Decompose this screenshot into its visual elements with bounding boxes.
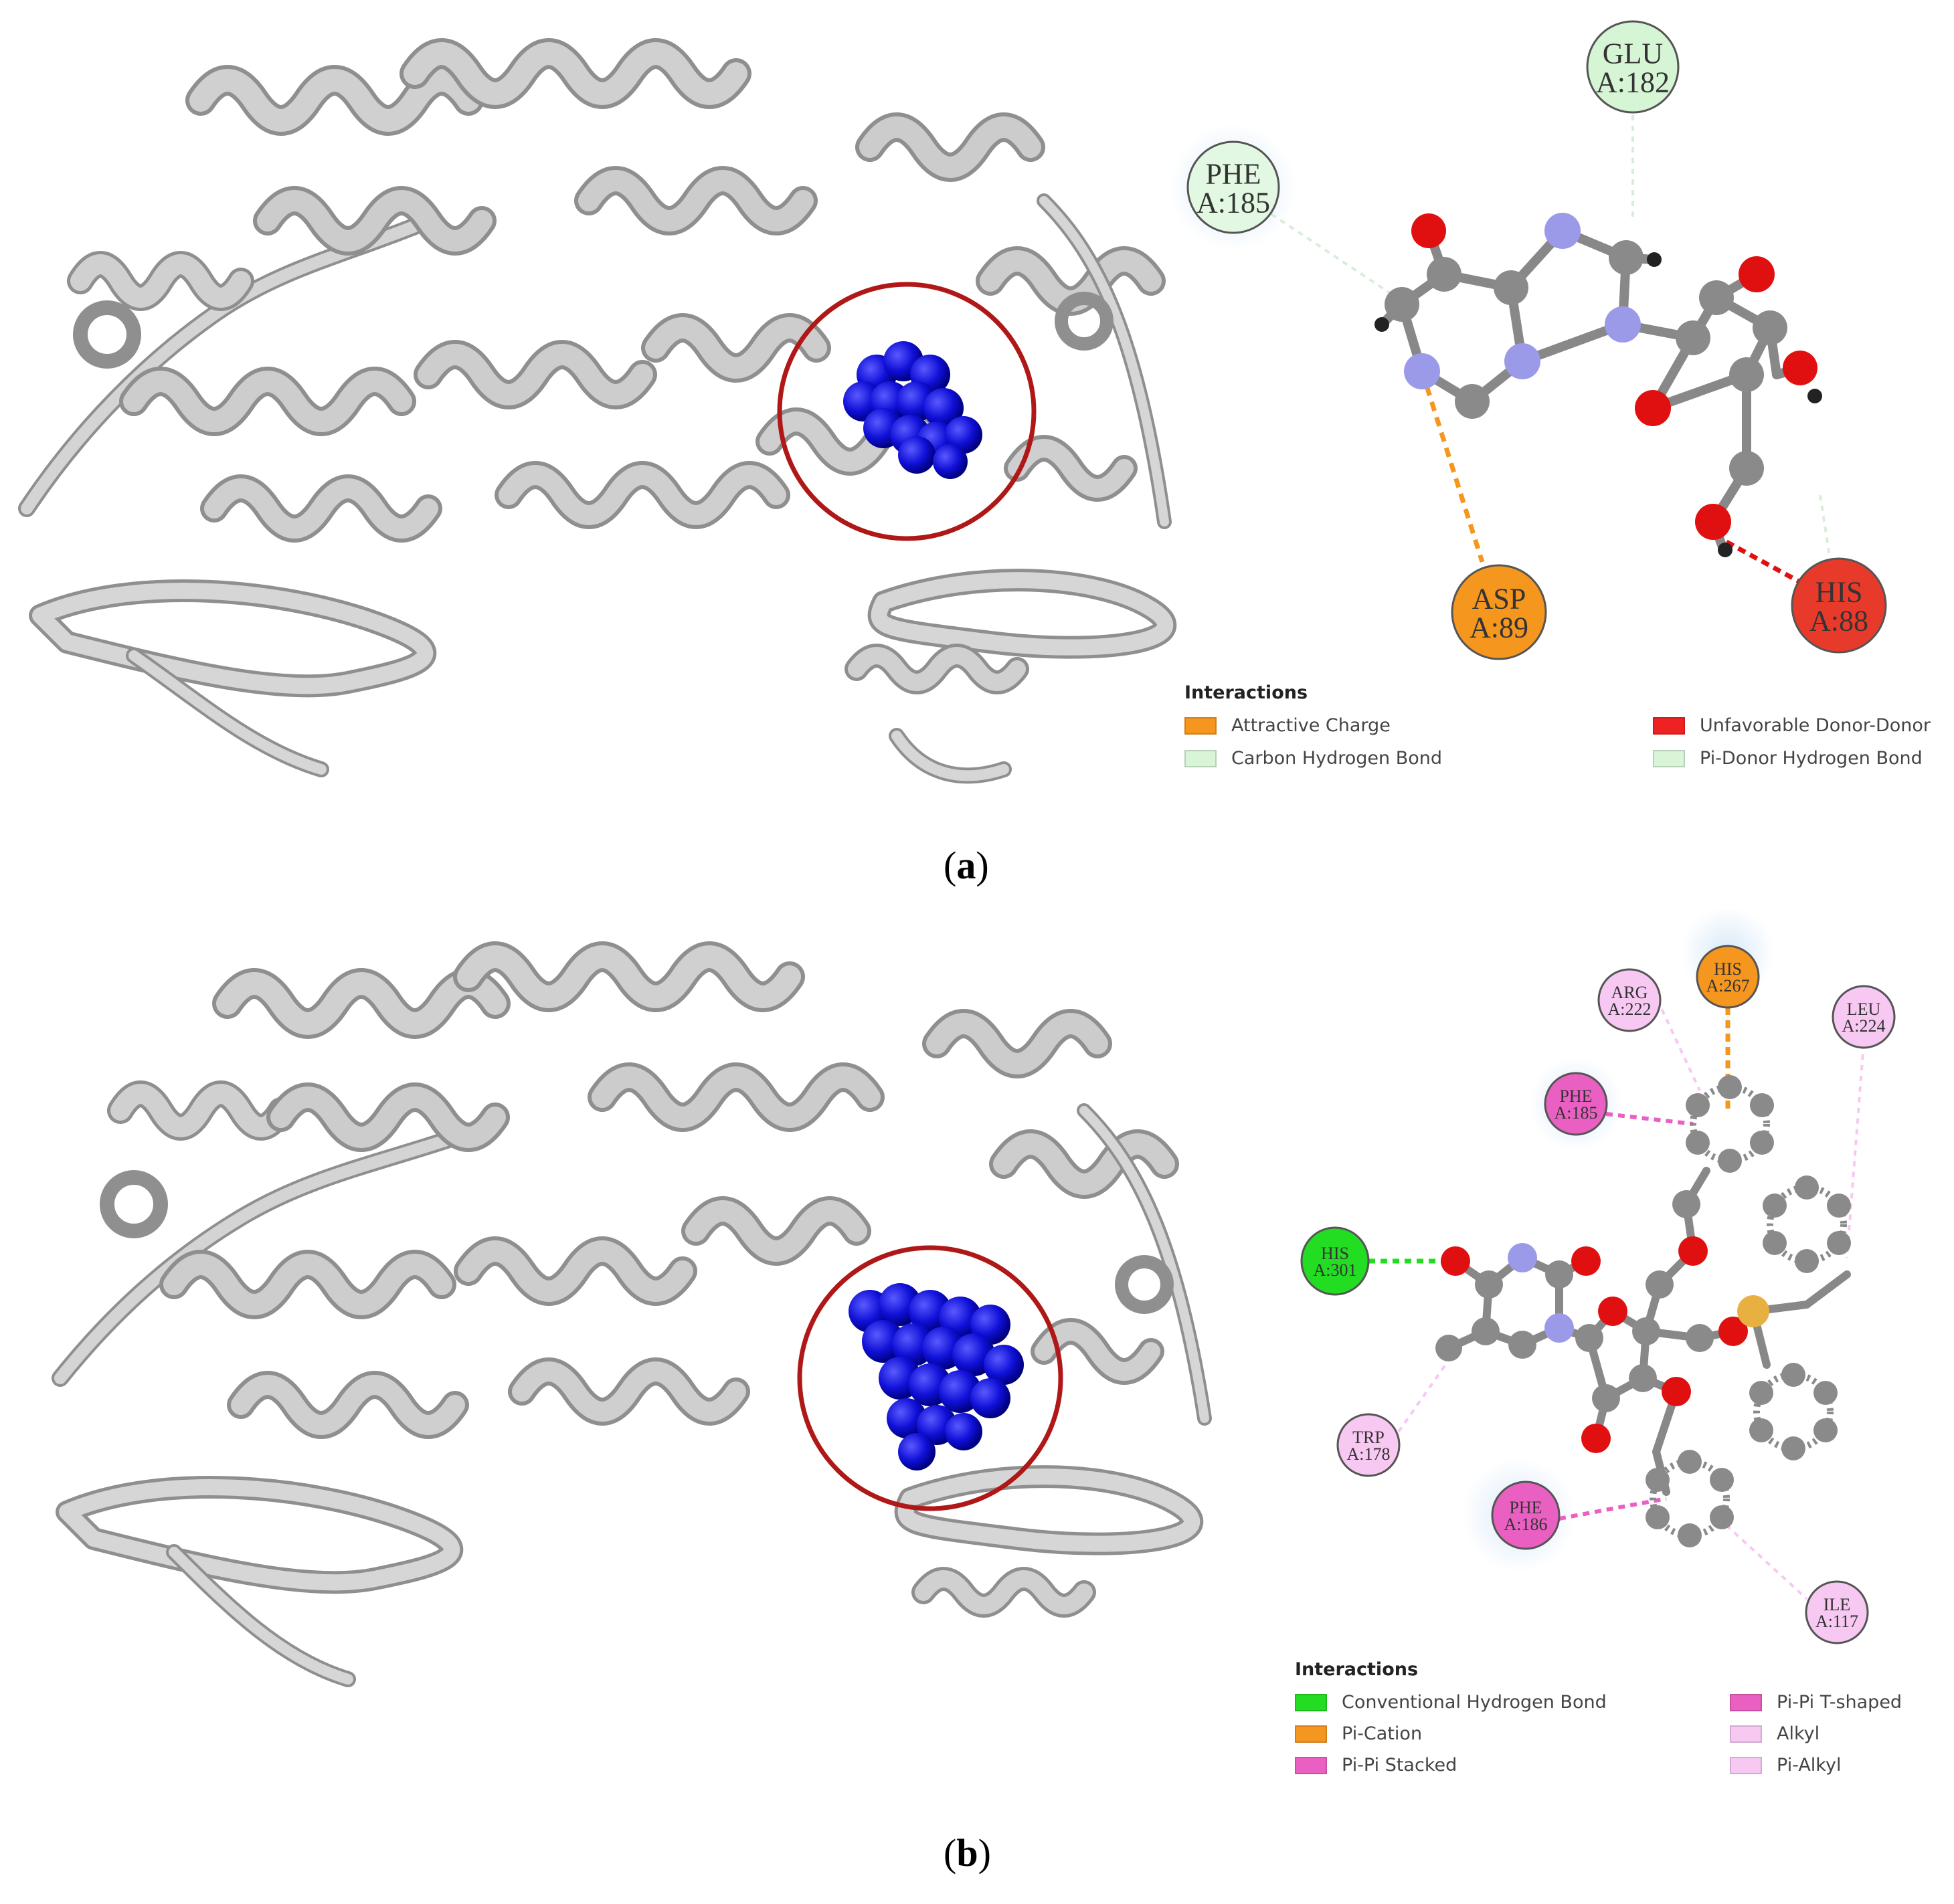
residue-position: A:117 [1815,1612,1858,1631]
residue-name: ARG [1611,983,1648,1002]
protein-ribbon-b [52,941,1212,1687]
residue-circle [1300,1226,1370,1296]
legend-swatch [1295,1725,1327,1743]
legend-a: Interactions Attractive Charge Unfavorabl… [1184,682,1947,769]
legend-item: Carbon Hydrogen Bond [1184,748,1653,769]
residue-position: A:178 [1347,1444,1391,1464]
legend-item: Attractive Charge [1184,715,1653,736]
legend-label: Unfavorable Donor-Donor [1700,715,1931,736]
residue-position: A:301 [1314,1260,1357,1280]
legend-swatch [1730,1756,1762,1774]
residue-name: HIS [1714,959,1742,979]
legend-title-b: Interactions [1295,1659,1419,1680]
residue-circle [1805,1580,1869,1644]
legend-swatch [1295,1756,1327,1774]
legend-label: Pi-Cation [1342,1723,1423,1744]
legend-swatch [1184,717,1217,735]
residue-position: A:224 [1842,1016,1886,1036]
ligand-spheres-b [849,1283,1024,1470]
protein-ribbon-a [18,38,1177,784]
legend-item: Pi-Cation [1295,1723,1730,1744]
legend-label: Pi-Donor Hydrogen Bond [1700,748,1923,769]
residue-circle [1491,1481,1561,1550]
legend-label: Carbon Hydrogen Bond [1231,748,1443,769]
legend-label: Pi-Alkyl [1777,1755,1842,1776]
residue-position: A:185 [1555,1103,1598,1123]
residue-name: LEU [1847,999,1881,1019]
residue-position: A:182 [1596,66,1670,98]
residue-circle [1597,968,1662,1032]
caption-a: (a) [944,844,989,887]
residue-circle [1186,140,1280,234]
residue-position: A:89 [1470,611,1528,644]
panel-b-figure: ARGA:222HISA:267LEUA:224PHEA:185HISA:301… [52,910,1896,1687]
caption-b: (b) [944,1831,991,1875]
caption-label-b: b [956,1831,978,1875]
residue-circle [1451,564,1547,660]
residue-position: A:222 [1608,999,1652,1019]
legend-label: Alkyl [1777,1723,1820,1744]
legend-swatch [1730,1693,1762,1711]
residue-name: PHE [1559,1086,1592,1106]
residue-name: PHE [1509,1498,1542,1517]
legend-title-a: Interactions [1184,682,1308,703]
legend-item: Conventional Hydrogen Bond [1295,1692,1730,1713]
aromatic-rings-b [1646,1075,1851,1547]
residue-name: HIS [1321,1244,1349,1263]
residue-circle [1791,557,1887,654]
legend-label: Pi-Pi T-shaped [1777,1692,1902,1713]
residue-name: PHE [1205,158,1261,191]
residue-position: A:88 [1809,604,1868,637]
legend-label: Conventional Hydrogen Bond [1342,1692,1607,1713]
legend-item: Alkyl [1730,1723,1931,1744]
legend-swatch [1295,1693,1327,1711]
residue-name: ASP [1472,583,1526,615]
residue-circle [1696,945,1760,1009]
residue-circle [1544,1072,1608,1136]
residue-position: A:267 [1706,976,1750,995]
legend-swatch [1653,717,1685,735]
legend-swatch [1730,1725,1762,1743]
legend-item: Pi-Alkyl [1730,1755,1931,1776]
residue-nodes-b: ARGA:222HISA:267LEUA:224PHEA:185HISA:301… [1300,945,1896,1644]
legend-item: Pi-Pi Stacked [1295,1755,1730,1776]
residue-name: HIS [1815,576,1863,609]
residue-circle [1832,985,1896,1049]
residue-circle [1336,1413,1401,1477]
legend-item: Unfavorable Donor-Donor [1653,715,1947,736]
legend-label: Pi-Pi Stacked [1342,1755,1457,1776]
residue-name: GLU [1603,37,1663,70]
caption-label-a: a [956,844,976,887]
residue-circle [1586,20,1680,114]
residue-name: TRP [1352,1428,1385,1447]
residue-name: ILE [1824,1595,1850,1614]
residue-position: A:186 [1504,1515,1548,1534]
ligand-spheres-a [843,341,982,479]
legend-item: Pi-Pi T-shaped [1730,1692,1931,1713]
binding-site-circle-a [777,282,1037,541]
residue-position: A:185 [1196,186,1270,219]
binding-site-circle-b [797,1245,1063,1511]
legend-label: Attractive Charge [1231,715,1391,736]
legend-item: Pi-Donor Hydrogen Bond [1653,748,1947,769]
legend-swatch [1184,749,1217,767]
legend-swatch [1653,749,1685,767]
